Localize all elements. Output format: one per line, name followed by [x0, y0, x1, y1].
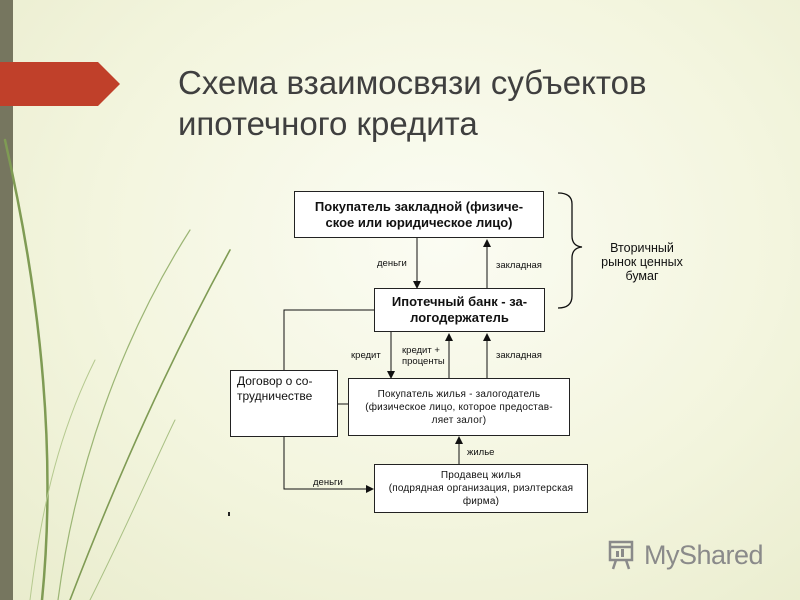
box-home-buyer: Покупатель жилья - залогодатель (физичес…: [348, 378, 570, 436]
label-credit-interest: кредит + проценты: [402, 345, 445, 367]
secondary-market-label: Вторичный рынок ценных бумаг: [601, 241, 683, 283]
label-money-bottom: деньги: [313, 477, 343, 488]
label-money-top: деньги: [377, 258, 407, 269]
label-housing: жилье: [467, 447, 495, 458]
line-bank-to-contract: [283, 309, 374, 370]
brace: [557, 192, 583, 309]
logo-text: MyShared: [644, 540, 764, 570]
box-cooperation-agreement: Договор о со- трудничестве: [230, 370, 338, 437]
myshared-logo: MyShared: [606, 536, 786, 576]
slide-title: Схема взаимосвязи субъектов ипотечного к…: [178, 64, 647, 142]
left-accent-bar: [0, 0, 13, 600]
box-mortgage-bank: Ипотечный банк - за- логодержатель: [374, 288, 545, 332]
presentation-board-icon: [608, 540, 634, 570]
arrow-money-bottom: [283, 437, 374, 493]
label-credit: кредит: [351, 350, 381, 361]
title-arrow-shape: [0, 62, 120, 106]
label-pledge-top: закладная: [496, 260, 542, 271]
stray-mark: [228, 512, 230, 516]
box-mortgage-buyer: Покупатель закладной (физиче- ское или ю…: [294, 191, 544, 238]
box-home-seller: Продавец жилья (подрядная организация, р…: [374, 464, 588, 513]
label-pledge-mid: закладная: [496, 350, 542, 361]
